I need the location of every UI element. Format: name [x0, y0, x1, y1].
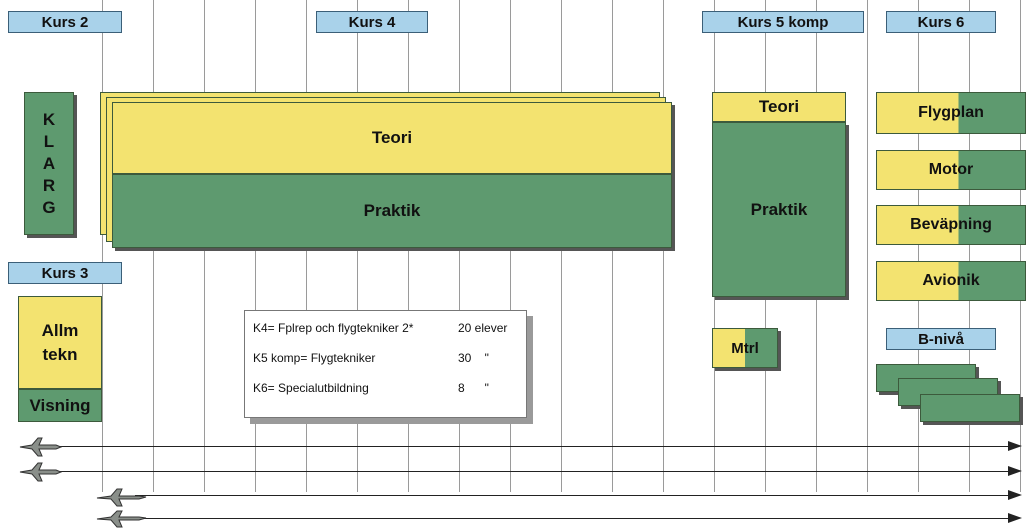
kurs5-praktik-block: Praktik [712, 122, 846, 297]
legend-value: 8 " [458, 381, 489, 395]
klarg-letter: R [42, 175, 56, 195]
timeline-arrow [40, 471, 1010, 472]
legend-value: 20 elever [458, 321, 508, 335]
legend-label: K6= Specialutbildning [253, 381, 369, 395]
kurs6-label: Kurs 6 [886, 11, 996, 33]
legend-label: K4= Fplrep och flygtekniker 2* [253, 321, 414, 335]
b-niva-block [920, 394, 1020, 422]
jet-aircraft-icon [19, 462, 62, 482]
mtrl-label: Mtrl [731, 339, 759, 357]
bevapning-label: Beväpning [910, 216, 992, 233]
timeline-arrow [135, 495, 1010, 496]
flygplan-label: Flygplan [918, 104, 984, 121]
kurs4-praktik-block: Praktik [112, 174, 672, 248]
grid-line [969, 0, 970, 492]
timeline-arrow [135, 518, 1010, 519]
grid-line [102, 0, 103, 492]
kurs3-label: Kurs 3 [8, 262, 122, 284]
motor-label: Motor [928, 161, 974, 178]
kurs4-teori-block: Teori [112, 102, 672, 174]
allm-tekn-block: Allm tekn [18, 296, 102, 389]
klarg-letter: K [42, 109, 56, 129]
arrow-right-icon [1008, 441, 1022, 451]
kurs5-label: Kurs 5 komp [702, 11, 864, 33]
legend-row: K4= Fplrep och flygtekniker 2* [253, 321, 413, 335]
grid-line [918, 0, 919, 492]
avionik-label: Avionik [922, 272, 980, 289]
mtrl-block: Mtrl [712, 328, 778, 368]
kurs4-label: Kurs 4 [316, 11, 428, 33]
allm-tekn-line2: tekn [42, 344, 78, 364]
grid-line [867, 0, 868, 492]
bevapning-block: Beväpning [876, 205, 1026, 245]
legend-label: K5 komp= Flygtekniker [253, 351, 376, 365]
legend-row: K5 komp= Flygtekniker [253, 351, 375, 365]
legend-box: K4= Fplrep och flygtekniker 2* 20 elever… [244, 310, 527, 418]
klarg-block: K L A R G [24, 92, 74, 235]
timeline-arrow [40, 446, 1010, 447]
kurs2-label: Kurs 2 [8, 11, 122, 33]
jet-aircraft-icon [19, 437, 62, 457]
visning-block: Visning [18, 389, 102, 422]
b-niva-label: B-nivå [886, 328, 996, 350]
avionik-block: Avionik [876, 261, 1026, 301]
arrow-right-icon [1008, 466, 1022, 476]
klarg-letter: A [42, 153, 56, 173]
legend-row: K6= Specialutbildning [253, 381, 369, 395]
jet-aircraft-icon [96, 488, 147, 507]
allm-tekn-line1: Allm [41, 320, 79, 340]
motor-block: Motor [876, 150, 1026, 190]
arrow-right-icon [1008, 490, 1022, 500]
kurs5-teori-block: Teori [712, 92, 846, 122]
arrow-right-icon [1008, 513, 1022, 523]
jet-aircraft-icon [96, 510, 147, 528]
klarg-letter: L [43, 131, 55, 151]
grid-line [1020, 0, 1021, 492]
flygplan-block: Flygplan [876, 92, 1026, 134]
klarg-letter: G [42, 197, 56, 217]
legend-value: 30 " [458, 351, 489, 365]
